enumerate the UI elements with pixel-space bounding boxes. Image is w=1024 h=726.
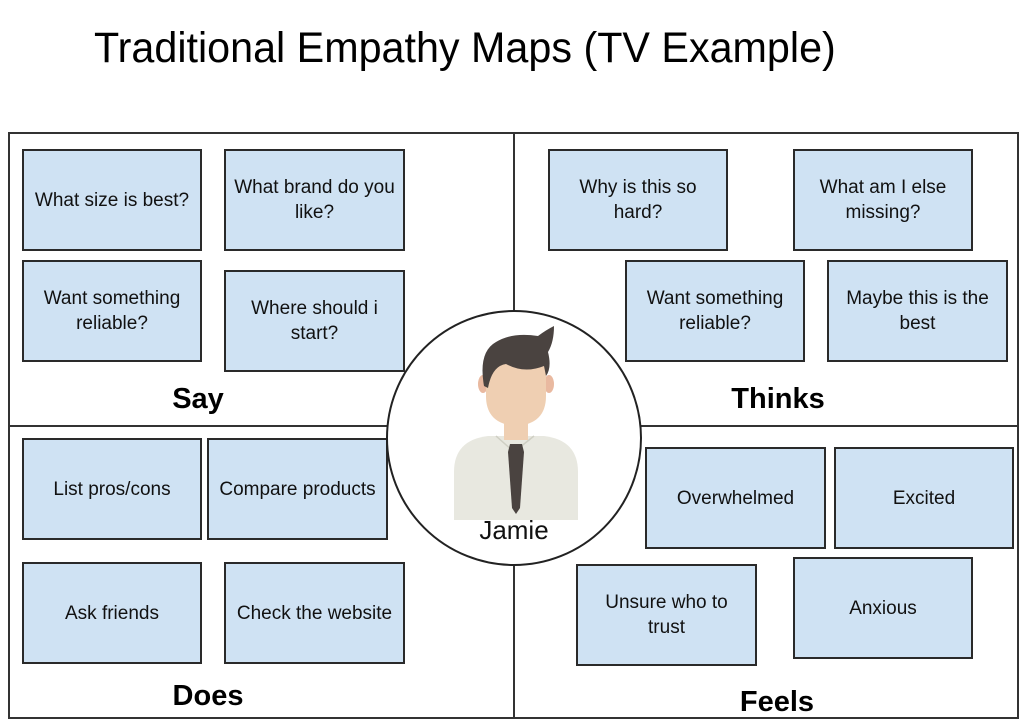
sticky-note[interactable]: Overwhelmed [645, 447, 826, 549]
note-text: What am I else missing? [819, 177, 947, 223]
sticky-note[interactable]: Check the website [224, 562, 405, 664]
note-text: What brand do you like? [234, 177, 395, 223]
quadrant-label-thinks: Thinks [731, 383, 825, 415]
sticky-note[interactable]: Why is this so hard? [548, 149, 728, 251]
sticky-note[interactable]: List pros/cons [22, 438, 202, 540]
persona-circle: Jamie [386, 310, 642, 566]
sticky-note[interactable]: Where should i start? [224, 270, 405, 372]
note-text: Anxious [849, 597, 917, 619]
note-text: Overwhelmed [676, 487, 795, 509]
sticky-note[interactable]: Compare products [207, 438, 388, 540]
page-title: Traditional Empathy Maps (TV Example) [94, 24, 836, 72]
quadrant-label-does: Does [172, 680, 244, 712]
tie-shape [508, 444, 524, 514]
note-text: What size is best? [34, 189, 190, 211]
sticky-note[interactable]: Ask friends [22, 562, 202, 664]
note-text: List pros/cons [53, 478, 171, 500]
quadrant-label-say: Say [172, 383, 224, 415]
sticky-note[interactable]: Unsure who to trust [576, 564, 757, 666]
sticky-note[interactable]: Anxious [793, 557, 973, 659]
ear-shape [544, 375, 554, 393]
sticky-note[interactable]: What am I else missing? [793, 149, 973, 251]
sticky-note[interactable]: Want something reliable? [625, 260, 805, 362]
sticky-note[interactable]: What size is best? [22, 149, 202, 251]
note-text: Excited [892, 487, 956, 509]
note-text: Ask friends [65, 602, 159, 624]
persona-name: Jamie [479, 515, 549, 545]
sticky-note[interactable]: Excited [834, 447, 1014, 549]
face-shape [486, 362, 546, 426]
note-text: Compare products [219, 478, 376, 500]
note-text: Unsure who to trust [605, 592, 728, 638]
note-text: Where should i start? [251, 298, 378, 344]
sticky-note[interactable]: Maybe this is the best [827, 260, 1008, 362]
note-text: Maybe this is the best [846, 288, 989, 334]
note-text: Want something reliable? [43, 288, 181, 334]
note-text: Want something reliable? [646, 288, 784, 334]
sticky-note[interactable]: What brand do you like? [224, 149, 405, 251]
note-text: Check the website [236, 602, 393, 624]
sticky-note[interactable]: Want something reliable? [22, 260, 202, 362]
hair-shape [482, 326, 554, 388]
note-text: Why is this so hard? [579, 177, 697, 223]
person-avatar-icon [454, 326, 578, 520]
quadrant-label-feels: Feels [739, 686, 815, 718]
